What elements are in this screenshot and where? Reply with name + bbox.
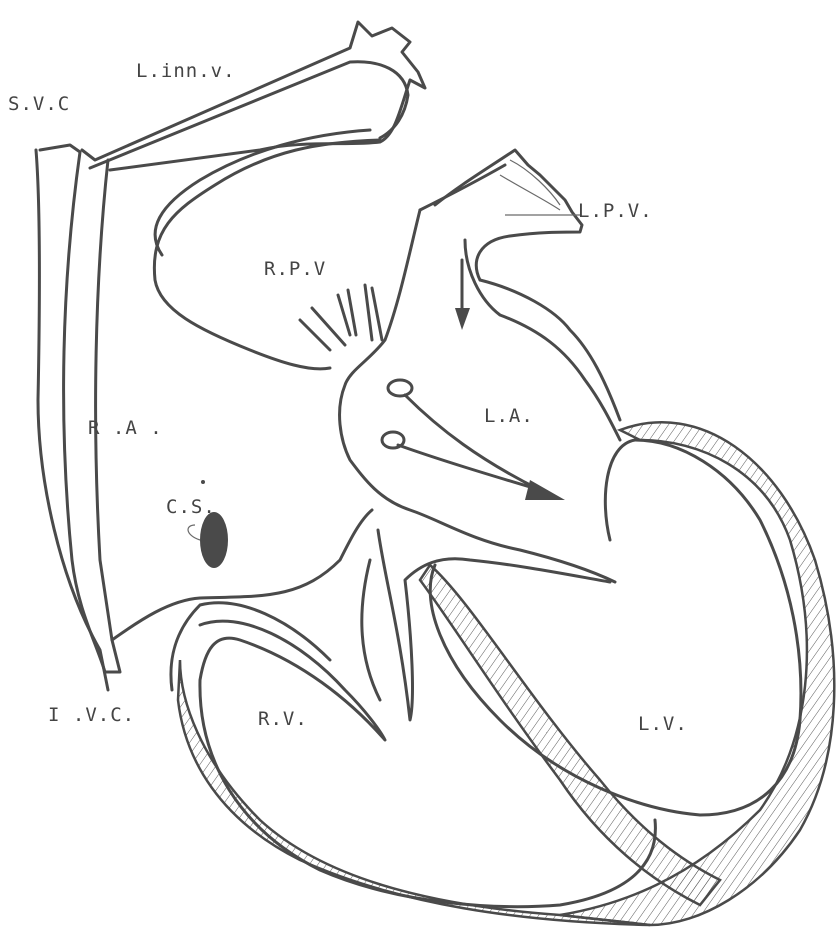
coronary-sinus-hook [188,525,200,540]
right-pulmonary-veins [300,285,382,350]
left-pulmonary-vein-inner [420,165,505,210]
pulmonary-vein-loop [154,140,380,369]
foramen-upper [388,380,412,396]
flow-arrowhead [525,480,565,500]
tricuspid-region [112,510,372,640]
left-innominate-vein-label: L.inn.v. [136,60,236,82]
left-innominate-vein [82,22,425,170]
svc-ra-outer-wall [40,145,120,672]
left-ventricle-label: L.V. [638,713,688,735]
coronary-sinus [200,512,228,568]
coronary-sinus-label: C.S. [166,496,216,518]
right-ventricle-label: R.V. [258,708,308,730]
left-pulmonary-vein-label: L.P.V. [578,200,653,222]
left-atrium-label: L.A. [484,405,534,427]
rv-inflow [171,603,330,690]
coronary-sinus-dot [201,480,205,484]
inferior-vena-cava-label: I .V.C. [48,704,135,726]
interventricular-septum [378,530,610,720]
ivs-left [362,560,380,700]
left-ventricle-cavity [430,440,801,815]
svc-label: S.V.C [8,93,70,115]
right-pulmonary-vein-label: R.P.V [264,258,326,280]
right-atrium-label: R .A . [88,417,163,439]
septum-hatch [420,565,720,905]
left-ventricle-wall [560,422,834,925]
